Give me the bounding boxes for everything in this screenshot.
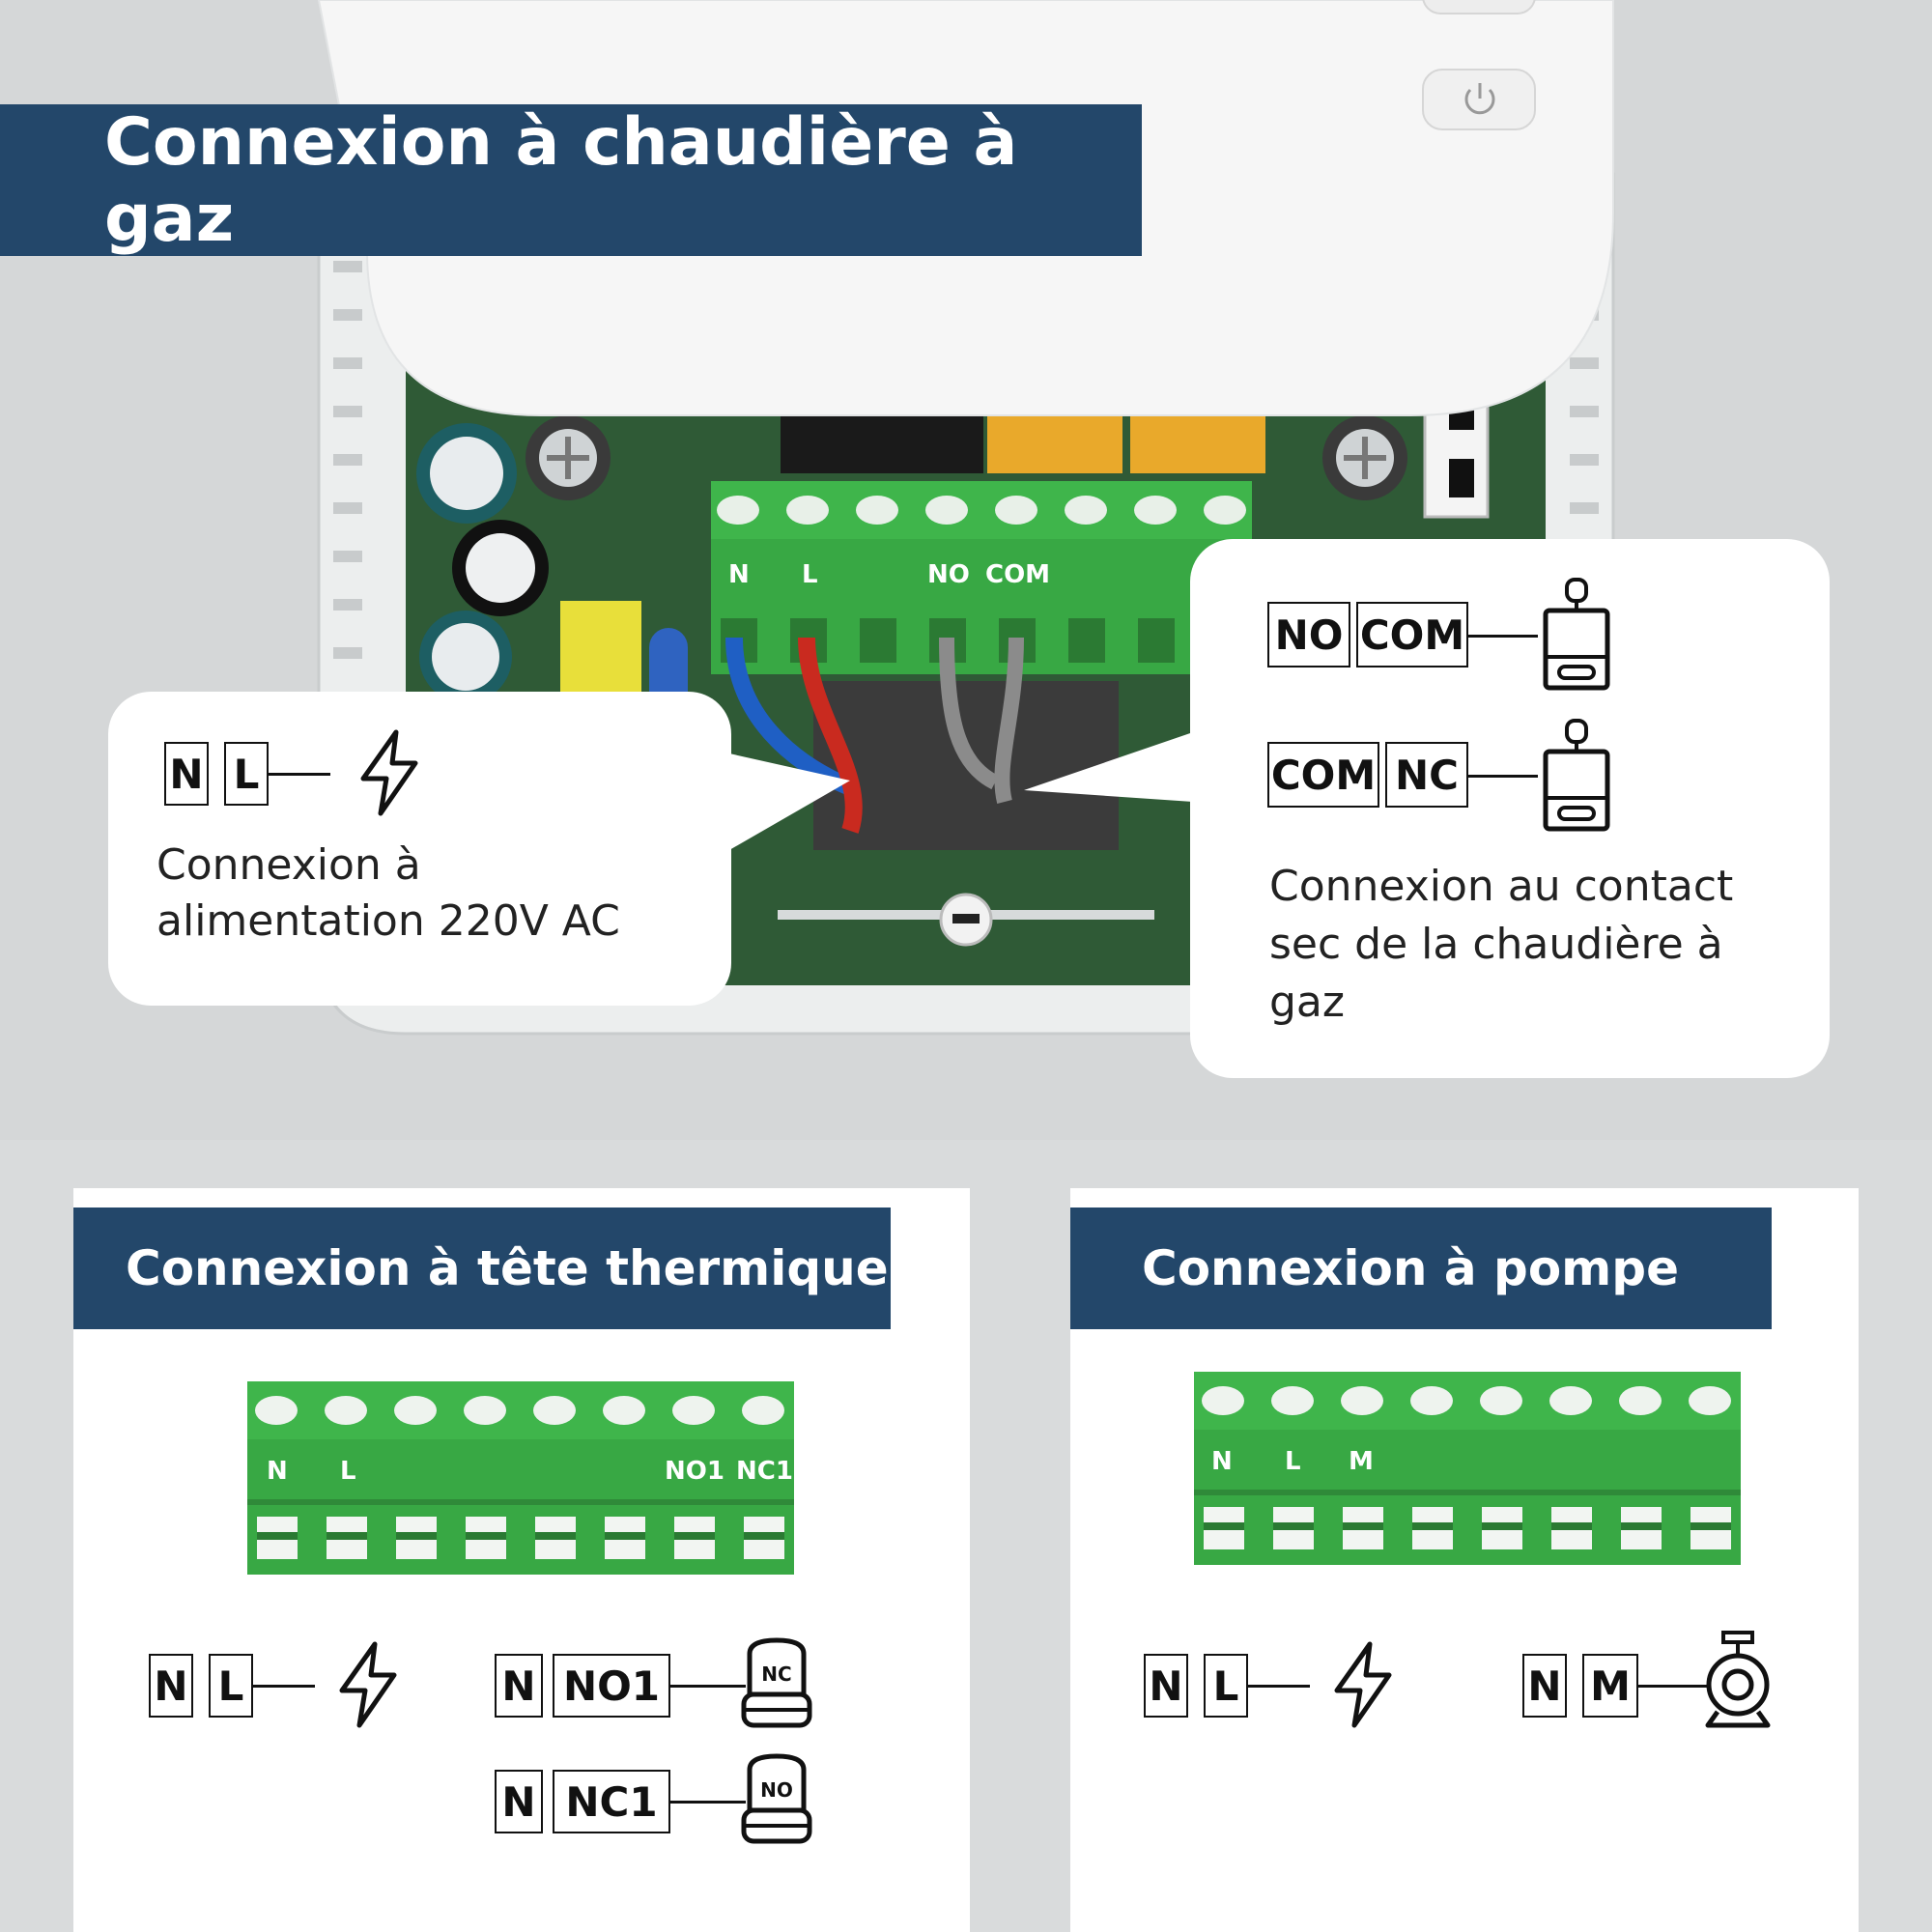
connector-line bbox=[269, 773, 330, 776]
thermal-section-title: Connexion à tête thermique bbox=[73, 1208, 891, 1329]
actuator-nc-text: NC bbox=[761, 1662, 791, 1686]
thermal-label-l: L bbox=[340, 1457, 356, 1486]
terminal-label-com: COM bbox=[985, 560, 1051, 589]
terminal-box-no1: NO1 bbox=[553, 1654, 670, 1718]
connector-line bbox=[670, 1801, 746, 1804]
terminal-label-no: NO bbox=[927, 560, 970, 589]
terminal-box-n: N bbox=[1144, 1654, 1188, 1718]
terminal-box-l: L bbox=[1204, 1654, 1248, 1718]
terminal-box-com: COM bbox=[1267, 742, 1379, 808]
connector-line bbox=[1248, 1685, 1310, 1688]
connector-line bbox=[253, 1685, 315, 1688]
thermal-actuator-icon: NC bbox=[741, 1637, 812, 1728]
thermal-label-n: N bbox=[267, 1457, 288, 1486]
contact-bubble: NO COM COM NC Connexion au contact sec d… bbox=[1190, 539, 1830, 1078]
thermal-card: Connexion à tête thermique N L NO1 NC1 N… bbox=[73, 1188, 970, 1932]
pump-section-title: Connexion à pompe bbox=[1070, 1208, 1772, 1329]
pump-terminal-block bbox=[1194, 1372, 1741, 1565]
thermal-title-text: Connexion à tête thermique bbox=[126, 1240, 889, 1296]
terminal-box-m: M bbox=[1582, 1654, 1638, 1718]
pump-label-n: N bbox=[1211, 1447, 1233, 1476]
bubble-pointers bbox=[729, 732, 1193, 850]
pump-card: Connexion à pompe N L M N L bbox=[1070, 1188, 1859, 1932]
power-description-line1: Connexion à bbox=[156, 840, 421, 890]
lightning-icon bbox=[339, 1641, 397, 1728]
gas-section-title: Connexion à chaudière à gaz bbox=[0, 103, 1142, 257]
pump-label-m: M bbox=[1349, 1447, 1374, 1476]
terminal-box-nc: NC bbox=[1385, 742, 1468, 808]
pump-title-text: Connexion à pompe bbox=[1142, 1240, 1679, 1296]
pump-label-l: L bbox=[1285, 1447, 1301, 1476]
terminal-label-n: N bbox=[728, 560, 750, 589]
connector-line bbox=[670, 1685, 746, 1688]
thermal-actuator-icon: NO bbox=[741, 1753, 812, 1844]
terminal-box-nc1: NC1 bbox=[553, 1770, 670, 1833]
lightning-icon bbox=[1334, 1641, 1392, 1728]
actuator-no-text: NO bbox=[760, 1778, 793, 1802]
pump-icon bbox=[1705, 1631, 1771, 1728]
terminal-box-no: NO bbox=[1267, 602, 1350, 668]
boiler-icon bbox=[1543, 578, 1610, 691]
connector-line bbox=[1468, 775, 1538, 778]
power-button-icon bbox=[1464, 83, 1495, 115]
contact-description-line2: sec de la chaudière à bbox=[1269, 920, 1723, 969]
terminal-box-l: L bbox=[209, 1654, 253, 1718]
connector-line bbox=[1468, 635, 1538, 638]
terminal-box-n: N bbox=[164, 742, 209, 806]
terminal-box-com: COM bbox=[1356, 602, 1468, 668]
thermal-label-no1: NO1 bbox=[665, 1457, 724, 1486]
lightning-icon bbox=[360, 729, 418, 816]
thermal-terminal-block bbox=[247, 1381, 794, 1575]
terminal-box-l: L bbox=[224, 742, 269, 806]
contact-description-line3: gaz bbox=[1269, 978, 1345, 1027]
contact-description-line1: Connexion au contact bbox=[1269, 862, 1734, 911]
thermal-label-nc1: NC1 bbox=[736, 1457, 793, 1486]
terminal-box-n: N bbox=[495, 1770, 543, 1833]
connector-line bbox=[1638, 1685, 1708, 1688]
terminal-label-l: L bbox=[802, 560, 818, 589]
boiler-icon bbox=[1543, 719, 1610, 832]
power-bubble: N L Connexion à alimentation 220V AC bbox=[108, 692, 731, 1006]
power-description-line2: alimentation 220V AC bbox=[156, 896, 620, 946]
gas-title-text: Connexion à chaudière à gaz bbox=[104, 103, 1018, 257]
terminal-box-n: N bbox=[495, 1654, 543, 1718]
terminal-box-n: N bbox=[1522, 1654, 1567, 1718]
terminal-box-n: N bbox=[149, 1654, 193, 1718]
